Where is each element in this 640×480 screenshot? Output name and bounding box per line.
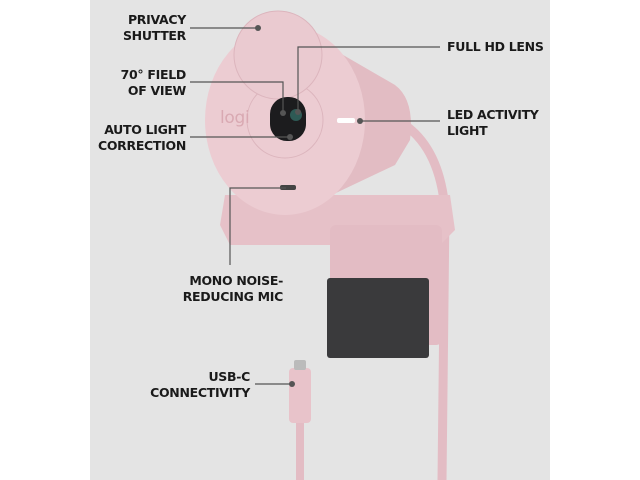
usb-cable xyxy=(296,420,304,480)
callout-dots xyxy=(255,25,363,387)
usb-c-connector xyxy=(294,360,306,370)
led-light xyxy=(337,118,355,123)
lens xyxy=(270,97,306,141)
callout-mic: MONO NOISE-REDUCING MIC xyxy=(182,273,284,304)
callout-full-hd-lens: FULL HD LENS xyxy=(447,39,544,54)
privacy-shutter xyxy=(233,10,323,100)
mic-slot xyxy=(280,185,296,190)
logi-logo: logi xyxy=(220,108,250,128)
usb-c-plug xyxy=(289,368,311,423)
mount-clip xyxy=(327,278,429,358)
callout-lines xyxy=(190,27,440,385)
